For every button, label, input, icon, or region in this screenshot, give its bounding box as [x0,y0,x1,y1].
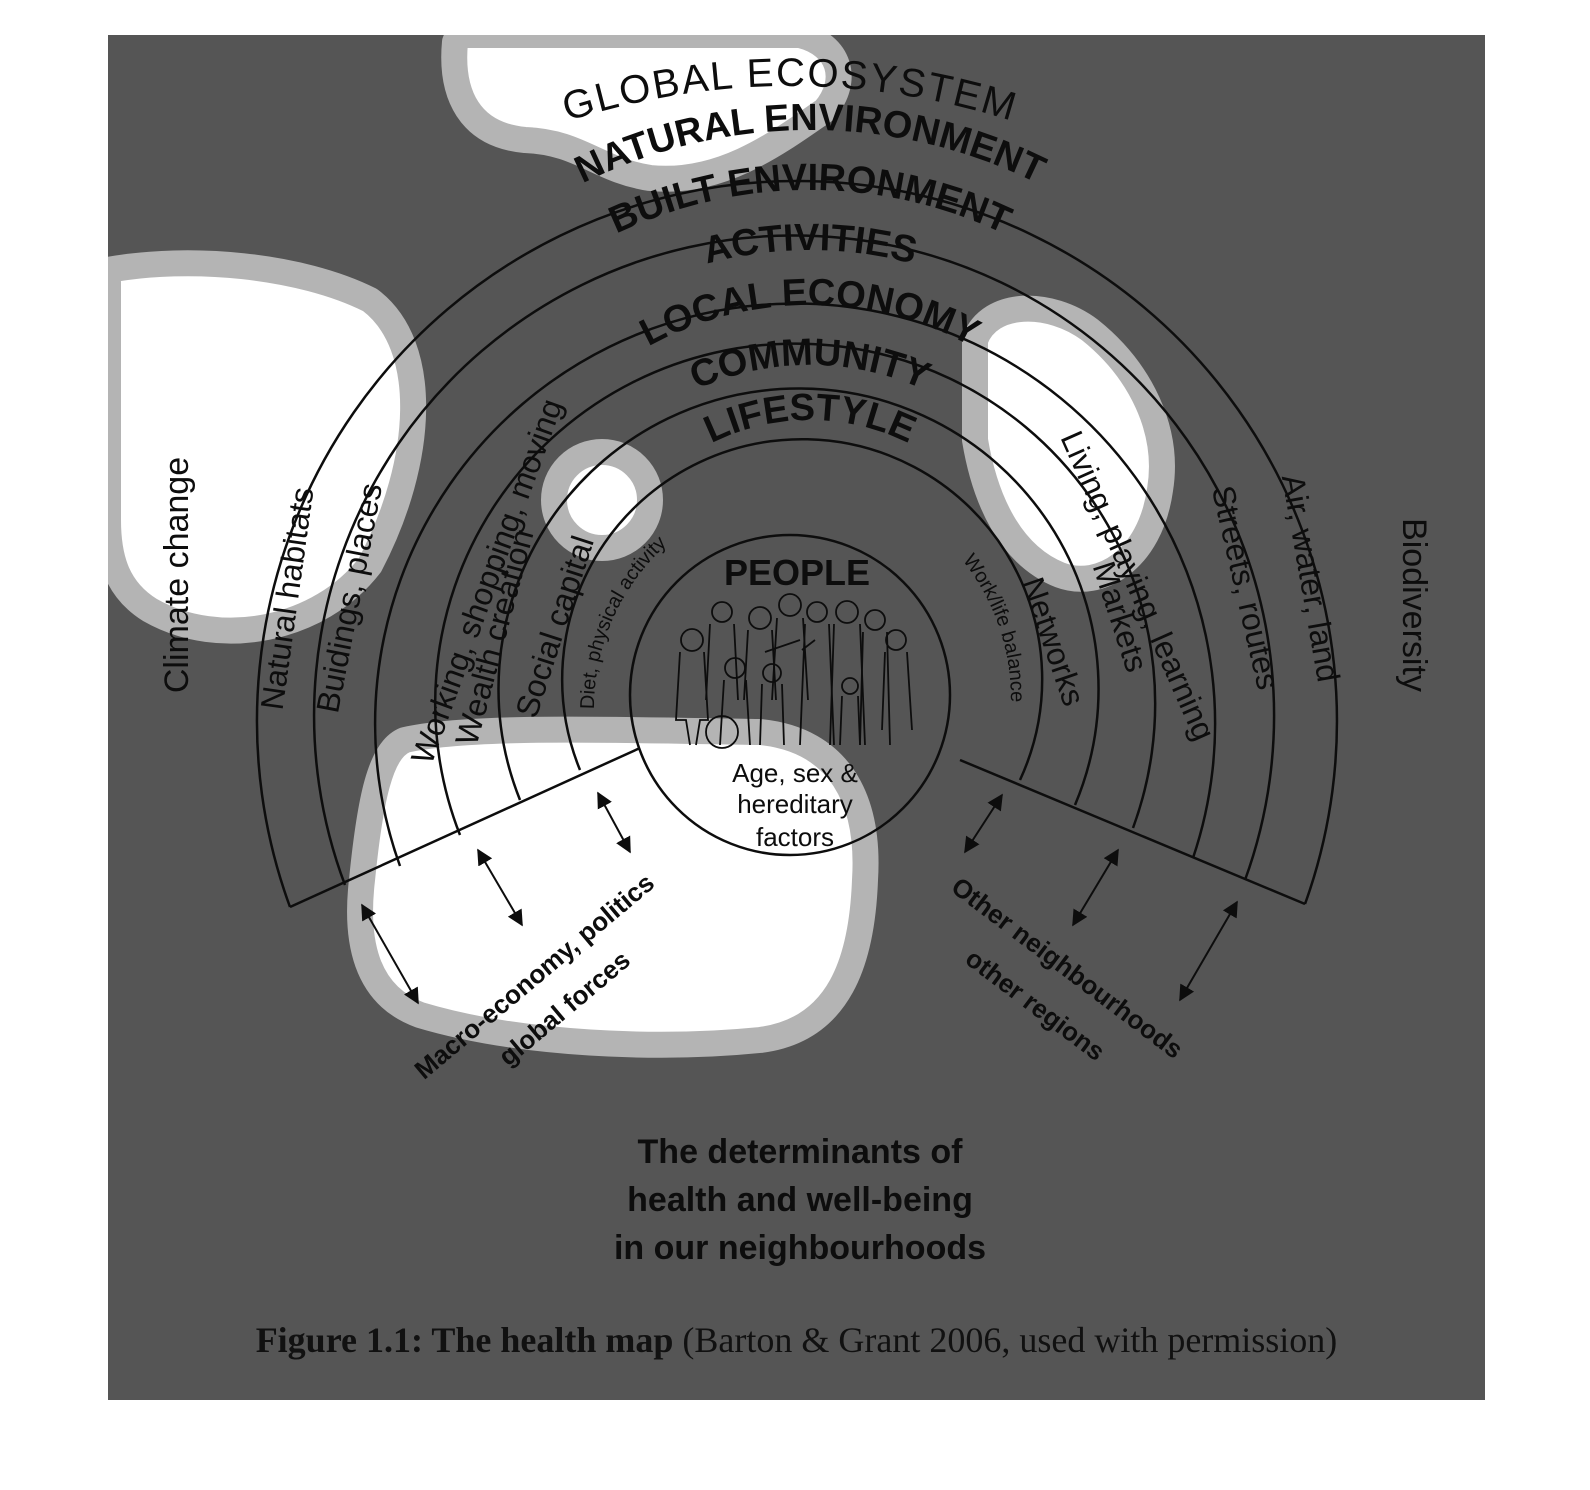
arrow-left-3 [597,791,631,854]
blob-left [108,250,427,644]
core-line-2: hereditary [737,789,853,819]
ring-community [497,387,1100,806]
arrow-left-2 [477,848,523,927]
label-climate-change: Climate change [158,457,196,693]
heading-line-3: in our neighbourhoods [614,1229,986,1267]
ring-activities [373,302,1217,867]
arrow-left-1 [361,903,419,1005]
core-title-people: PEOPLE [724,552,870,593]
figure-caption-title: Figure 1.1: The health map [255,1320,674,1360]
label-biodiversity: Biodiversity [1395,518,1433,692]
ring-built-environment [312,234,1276,886]
figure-caption: Figure 1.1: The health map (Barton & Gra… [108,1319,1485,1361]
base-line-right [959,758,1306,906]
blob-bottom [347,716,879,1058]
heading-line-1: The determinants of [638,1133,964,1171]
health-map-figure: GLOBAL ECOSYSTEM Climate change Biodiver… [108,35,1485,1400]
ring-local-economy [433,342,1157,836]
arrow-group [361,791,1238,1005]
ring-group [255,179,1339,909]
ring-people-core [628,533,952,857]
health-map-diagram: GLOBAL ECOSYSTEM Climate change Biodiver… [108,35,1433,1267]
arrow-right-1 [964,793,1003,854]
core-line-3: factors [756,822,834,852]
ring-title-activities: ACTIVITIES [699,217,921,273]
blob-group [108,35,1175,1058]
ring-right-air-water-land: Air, water, land [1275,472,1347,685]
figure-caption-source: (Barton & Grant 2006, used with permissi… [673,1320,1338,1360]
ring-lifestyle [560,438,1044,781]
ring-natural-environment [255,179,1339,908]
arrow-right-3 [1179,900,1238,1002]
ring-right-streets-routes: Streets, routes [1205,482,1287,693]
base-line-left [289,746,641,909]
heading-line-2: health and well-being [627,1181,973,1219]
core-line-1: Age, sex & [732,758,858,788]
blob-top [441,35,852,192]
people-figures-icon [675,593,913,749]
arrow-right-2 [1072,848,1119,927]
